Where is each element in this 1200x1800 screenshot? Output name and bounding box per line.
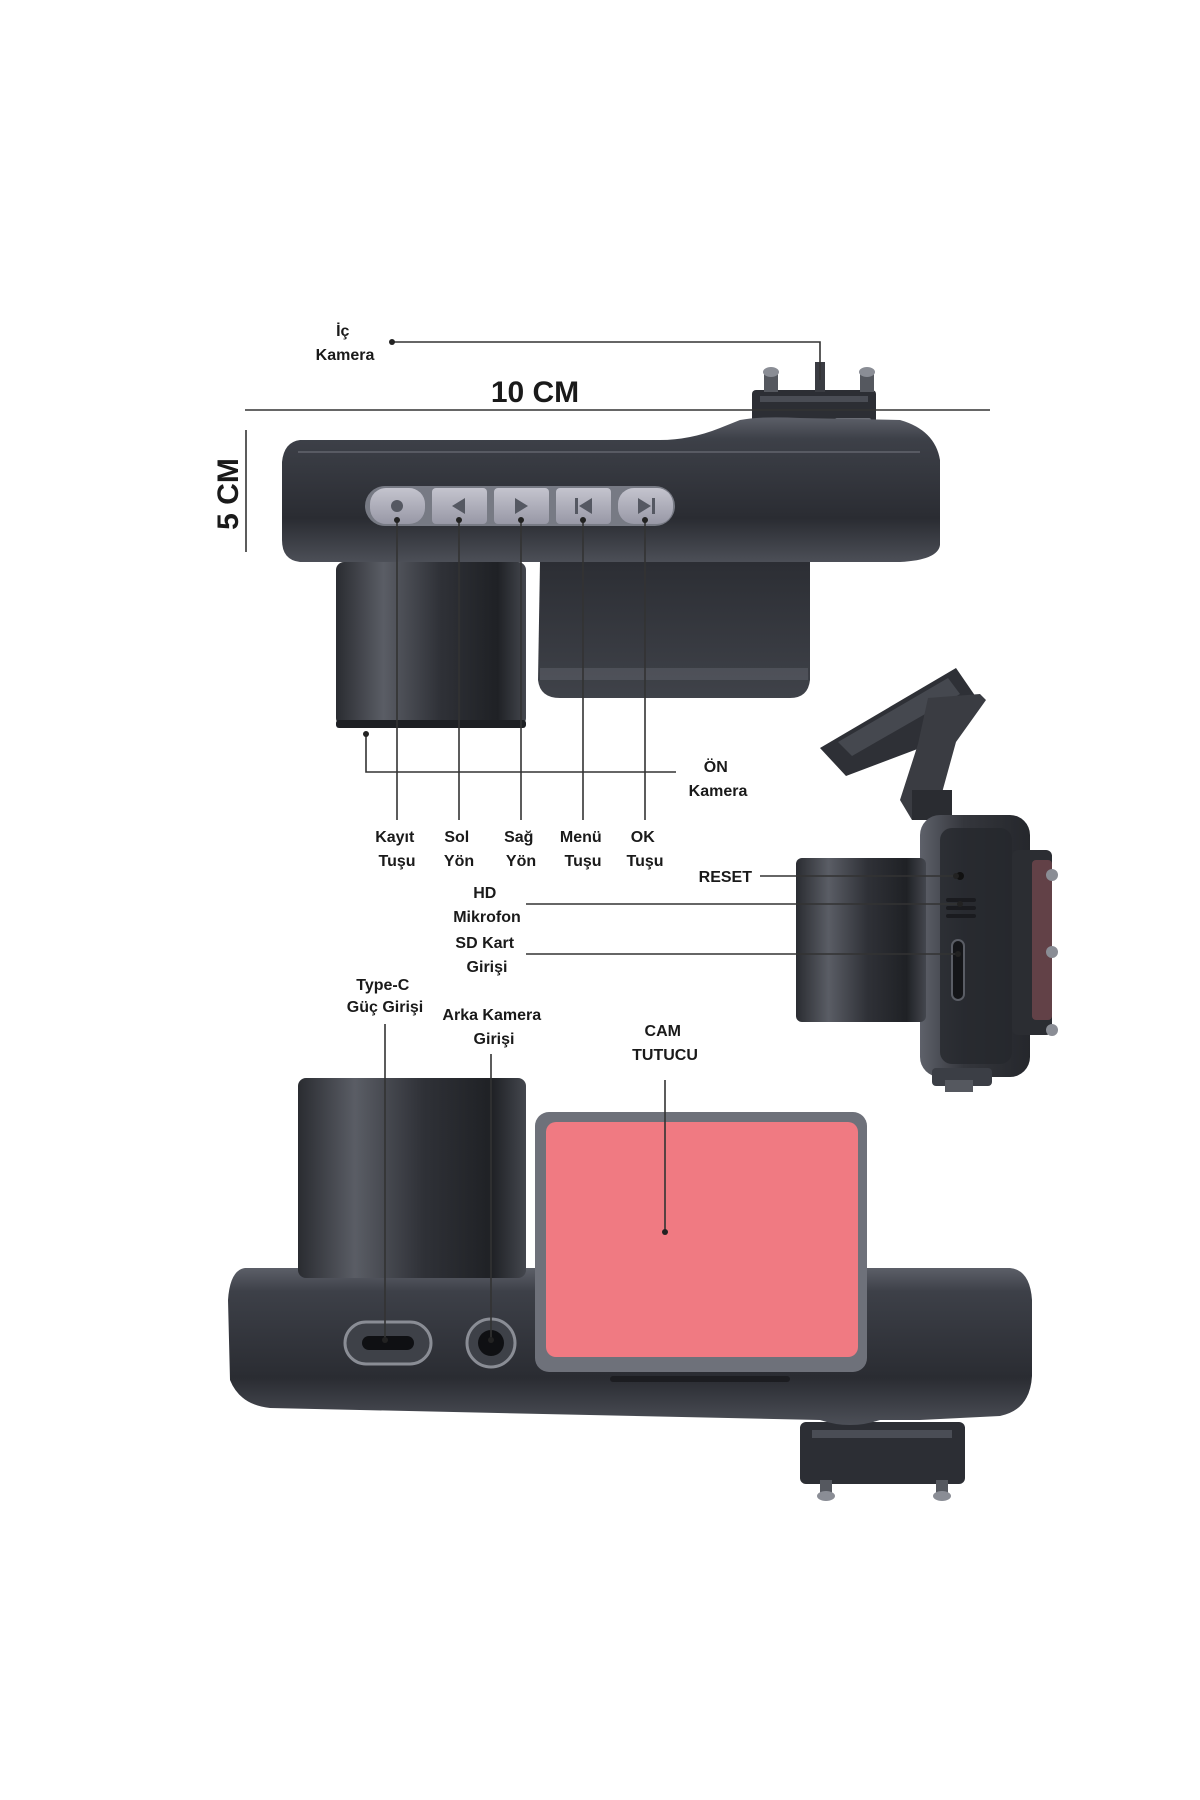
label-rear-camera-input: Arka Kamera Girişi [442,1007,545,1048]
triangle-right-icon [515,498,528,514]
labels: İç Kamera ÖN Kamera Kayıt Tuşu Sol Yön S… [316,322,753,1064]
type-c-port [343,1320,433,1366]
label-menu-button: Menü Tuşu [560,829,606,870]
record-button[interactable] [370,488,425,524]
label-glass-holder: CAM TUTUCU [632,1023,698,1064]
glass-mount-plate [535,1112,867,1382]
leader-lines [363,339,963,1343]
dimension-width: 10 CM [245,376,990,411]
top-mount-plate [538,562,810,698]
label-type-c: Type-C Güç Girişi [347,977,423,1016]
height-label: 5 CM [212,458,245,530]
label-right-direction: Sağ Yön [504,829,538,870]
label-interior-camera: İç Kamera [316,322,375,364]
side-body [920,815,1058,1092]
side-mount-arm [820,668,986,820]
bottom-mount-foot [800,1422,965,1501]
label-ok-button: OK Tuşu [626,829,663,870]
side-view [796,668,1058,1092]
label-reset: RESET [699,869,753,886]
front-camera-cylinder [336,562,526,728]
record-dot-icon [391,500,403,512]
label-front-camera: ÖN Kamera [689,757,748,800]
ok-button[interactable] [618,488,673,524]
sd-slot [951,939,965,1001]
label-left-direction: Sol Yön [444,829,474,870]
label-sd-card: SD Kart Girişi [455,935,518,976]
left-button[interactable] [432,488,487,524]
label-hd-microphone: HD Mikrofon [453,885,521,926]
bottom-camera-cylinder [298,1078,526,1278]
width-label: 10 CM [491,376,579,409]
skip-forward-icon [638,498,655,514]
triangle-left-icon [452,498,465,514]
menu-button[interactable] [556,488,611,524]
side-camera-cylinder [796,858,926,1022]
dimension-height: 5 CM [212,430,247,552]
bottom-view [228,1078,1032,1501]
skip-back-icon [575,498,592,514]
right-button[interactable] [494,488,549,524]
bottom-ports [343,1317,517,1369]
mic-grille [946,898,976,902]
button-strip [365,486,675,526]
top-view [282,362,940,728]
label-record-button: Kayıt Tuşu [375,829,419,870]
adhesive-pad [546,1122,858,1357]
